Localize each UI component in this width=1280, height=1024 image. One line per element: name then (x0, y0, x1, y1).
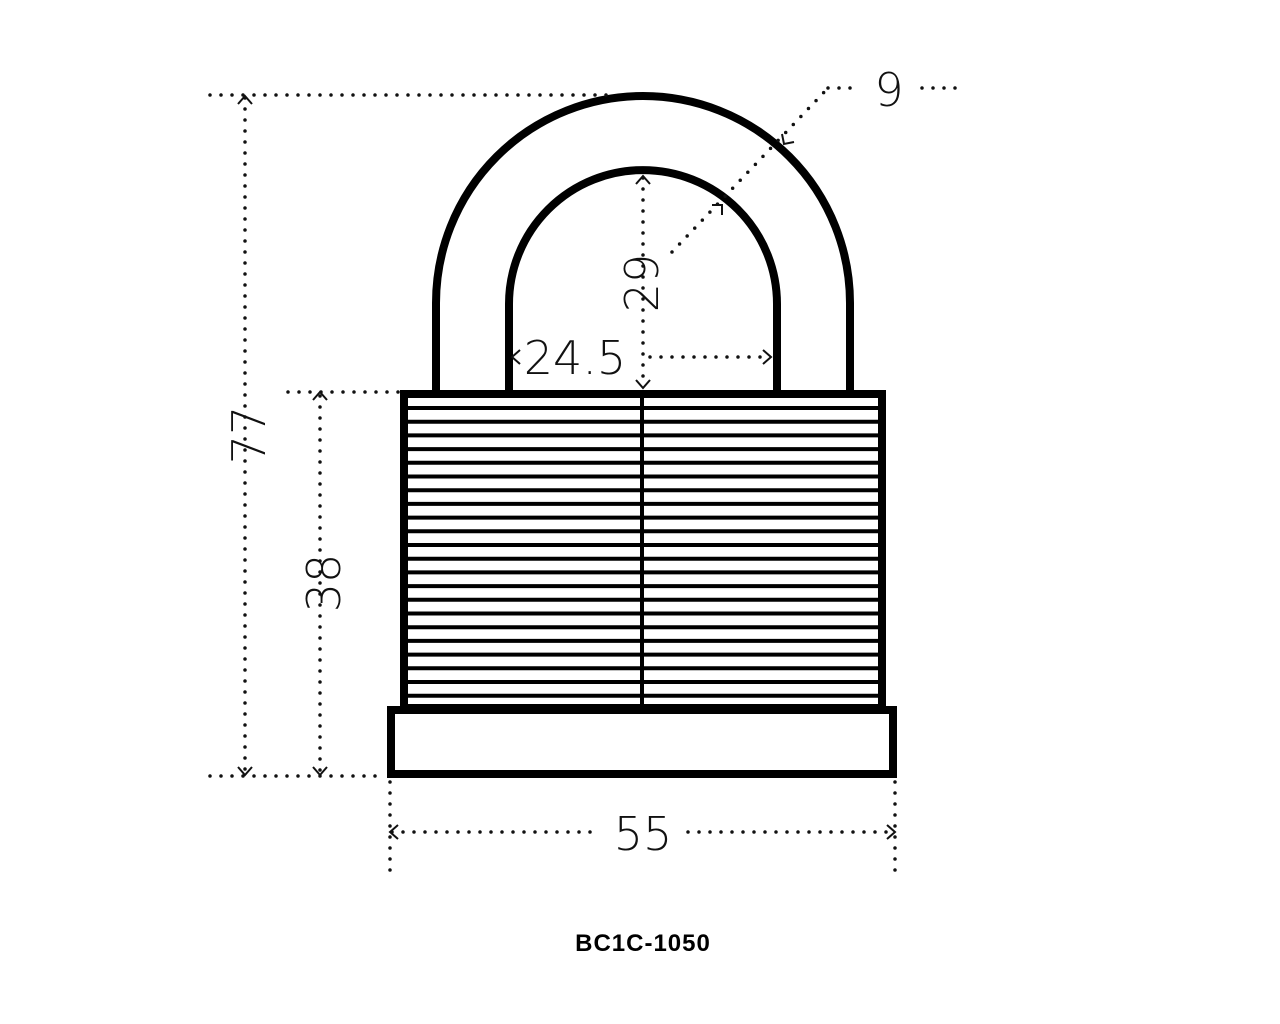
lock-base (387, 706, 897, 778)
shackle (432, 92, 854, 390)
shackle-width-label: 24.5 (524, 331, 626, 385)
body-height-label: 38 (297, 554, 351, 613)
shackle-diameter-label: 9 (874, 63, 903, 117)
shackle-clearance-label: 29 (615, 254, 669, 313)
lock-body (400, 390, 886, 712)
dimension-lines (208, 86, 968, 874)
overall-height-label: 77 (222, 406, 276, 465)
body-width-label: 55 (614, 807, 673, 861)
model-code: BC1C-1050 (575, 930, 711, 957)
